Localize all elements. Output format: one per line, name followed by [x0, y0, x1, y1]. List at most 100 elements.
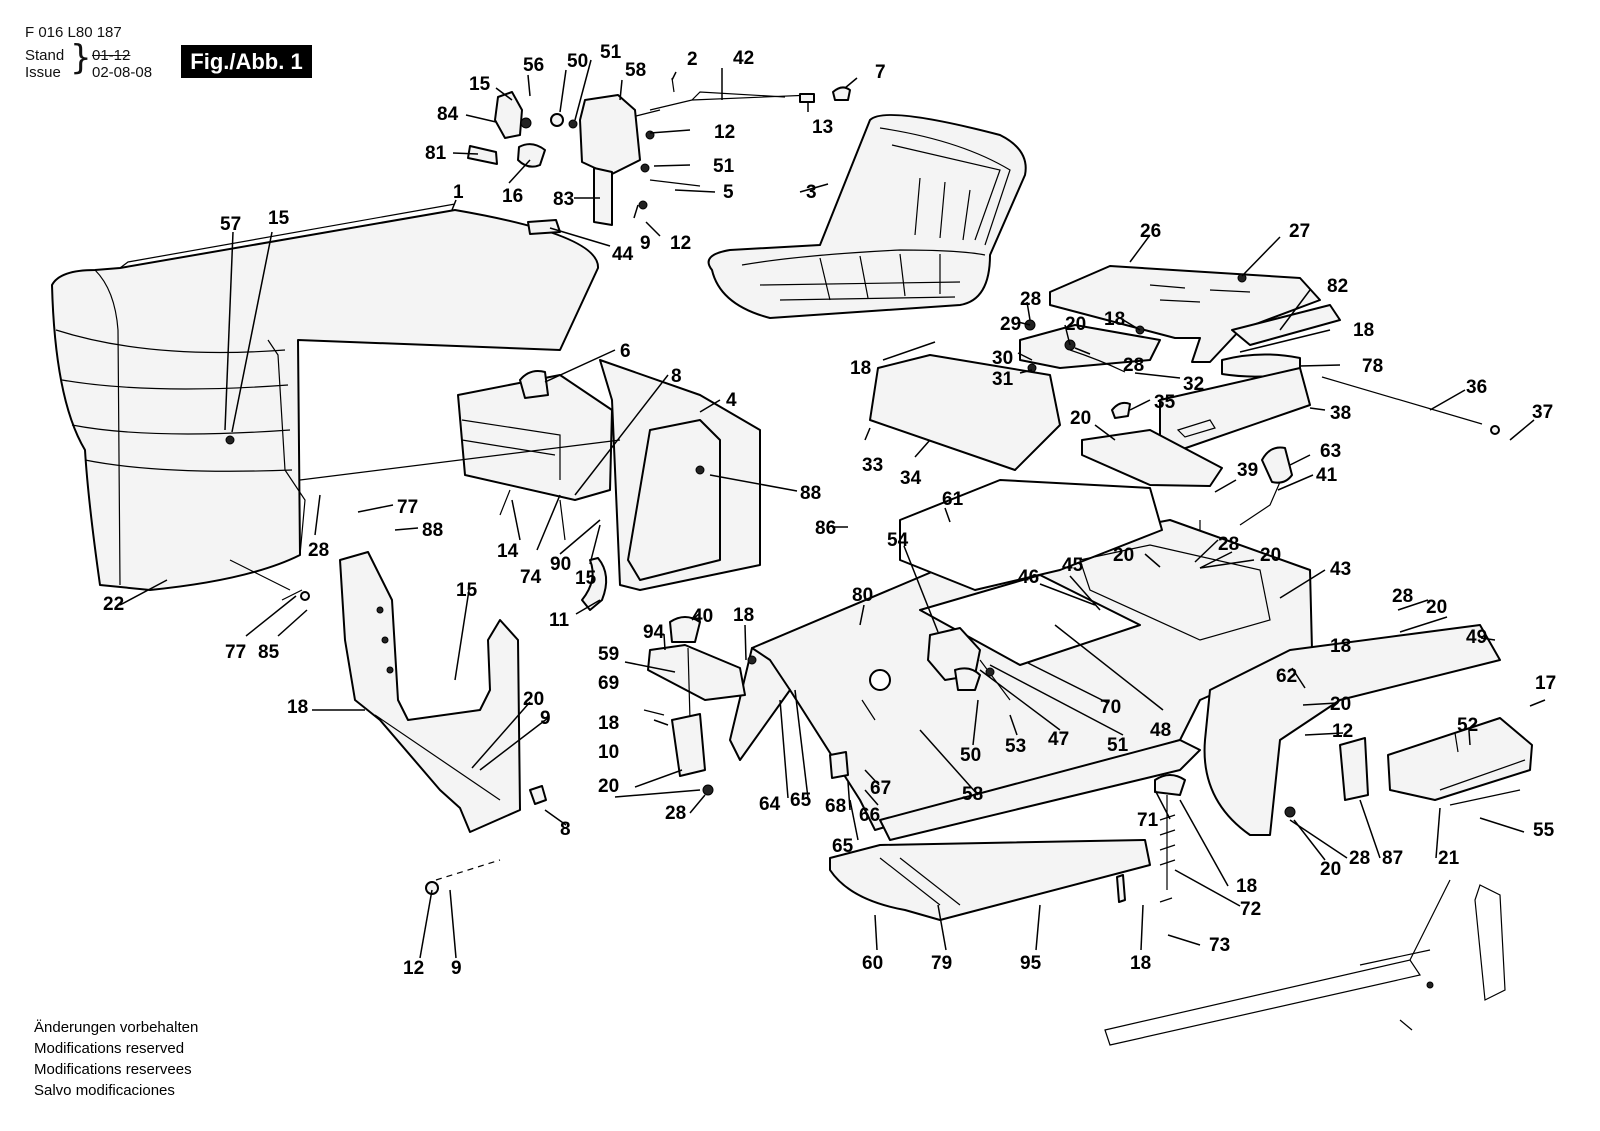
callout-c23: 44	[612, 244, 634, 265]
callout-c16: 83	[553, 189, 574, 210]
rear-covers	[869, 354, 1500, 487]
callout-c115: 18	[1236, 876, 1257, 897]
callout-c24: 26	[1140, 221, 1161, 242]
callout-c108: 65	[832, 836, 854, 857]
callout-c56: 28	[308, 540, 329, 561]
callout-c29: 20	[1065, 314, 1086, 335]
callout-c48: 88	[800, 483, 821, 504]
callout-c50: 39	[1237, 460, 1258, 481]
callout-c100: 28	[665, 803, 686, 824]
callout-c79: 59	[598, 644, 619, 665]
callout-c22: 15	[268, 208, 290, 229]
seat-pan	[1019, 265, 1341, 378]
callout-c83: 17	[1535, 673, 1556, 694]
callout-c117: 73	[1209, 935, 1230, 956]
callout-c43: 20	[1070, 408, 1091, 429]
callout-c88: 9	[540, 708, 551, 729]
callout-c85: 20	[523, 689, 544, 710]
callout-c25: 27	[1289, 221, 1310, 242]
callout-c66: 45	[1062, 555, 1084, 576]
callout-c77: 77	[225, 642, 246, 663]
callout-c6: 2	[687, 49, 698, 70]
callout-c112: 20	[1320, 859, 1341, 880]
callout-c80: 18	[1330, 636, 1351, 657]
callout-c111: 28	[1349, 848, 1370, 869]
callout-c94: 51	[1107, 735, 1129, 756]
callout-c19: 3	[806, 182, 817, 203]
callout-c122: 12	[403, 958, 424, 979]
callout-c107: 8	[560, 819, 571, 840]
callout-c58: 90	[550, 554, 571, 575]
dash-parts	[643, 616, 757, 796]
callout-c86: 62	[1276, 666, 1297, 687]
callout-c49: 63	[1320, 441, 1341, 462]
callout-c20: 1	[453, 182, 464, 203]
callout-c62: 20	[1113, 545, 1134, 566]
callout-c26: 28	[1020, 289, 1041, 310]
leader-lines	[119, 59, 1546, 959]
callout-c87: 20	[1330, 694, 1351, 715]
doc-number: F 016 L80 187	[25, 24, 122, 41]
callout-c68: 22	[103, 594, 124, 615]
callout-c61: 54	[887, 530, 909, 551]
callout-c113: 87	[1382, 848, 1403, 869]
callout-c93: 47	[1048, 729, 1069, 750]
callout-c28: 29	[1000, 314, 1021, 335]
callout-c65: 46	[1018, 567, 1039, 588]
callout-c57: 14	[497, 541, 519, 562]
callout-c3: 50	[567, 51, 588, 72]
callout-c37: 32	[1183, 374, 1204, 395]
callout-c81: 49	[1466, 627, 1487, 648]
callout-c74: 94	[643, 622, 665, 643]
callout-c15: 5	[723, 182, 734, 203]
callout-c95: 50	[960, 745, 981, 766]
old-date: 01-12	[92, 47, 131, 64]
callout-c52: 77	[397, 497, 418, 518]
callout-c14: 51	[713, 156, 735, 177]
callout-c105: 66	[859, 805, 880, 826]
footer-line-2: Modifications reserved	[34, 1040, 185, 1057]
callout-c54: 61	[942, 489, 964, 510]
callout-c64: 20	[1260, 545, 1281, 566]
callout-c13: 13	[812, 117, 833, 138]
callout-c21: 57	[220, 214, 241, 235]
callout-c40: 4	[726, 390, 737, 411]
callout-c27: 82	[1327, 276, 1348, 297]
callout-c18: 12	[670, 233, 691, 254]
callout-c39: 8	[671, 366, 682, 387]
callout-c55: 86	[815, 518, 836, 539]
issue-label: Issue	[25, 64, 61, 81]
callout-c118: 60	[862, 953, 883, 974]
callout-c7: 42	[733, 48, 754, 69]
callout-c35: 30	[992, 348, 1013, 369]
callout-c69: 15	[456, 580, 478, 601]
fuel-tank	[299, 359, 761, 611]
hinge-parts	[467, 77, 851, 235]
callout-c109: 71	[1137, 810, 1159, 831]
callout-c59: 74	[520, 567, 542, 588]
main-frame	[729, 479, 1313, 841]
callout-c53: 88	[422, 520, 443, 541]
callout-c67: 43	[1330, 559, 1351, 580]
callout-c110: 55	[1533, 820, 1555, 841]
callout-c98: 10	[598, 742, 619, 763]
callout-c41: 36	[1466, 377, 1487, 398]
callout-c51: 41	[1316, 465, 1338, 486]
callout-c2: 56	[523, 55, 544, 76]
footer-line-4: Salvo modificaciones	[34, 1082, 175, 1099]
lower-right-part	[1104, 879, 1506, 1046]
callout-c123: 9	[451, 958, 462, 979]
callout-c97: 52	[1457, 715, 1478, 736]
callout-c75: 28	[1392, 586, 1413, 607]
callout-c92: 48	[1150, 720, 1171, 741]
grass-catcher-bag	[51, 203, 600, 591]
stand-label: Stand	[25, 47, 65, 64]
callout-c78: 85	[258, 642, 280, 663]
callout-c70: 11	[549, 610, 570, 631]
callout-c42: 35	[1154, 392, 1176, 413]
right-fender	[1203, 624, 1533, 836]
callout-c31: 18	[1353, 320, 1374, 341]
callout-c101: 64	[759, 794, 781, 815]
callout-c102: 65	[790, 790, 812, 811]
callout-labels: 15 56 50 51 58 2 42 7 84 81 16 12 13 51 …	[103, 42, 1556, 979]
